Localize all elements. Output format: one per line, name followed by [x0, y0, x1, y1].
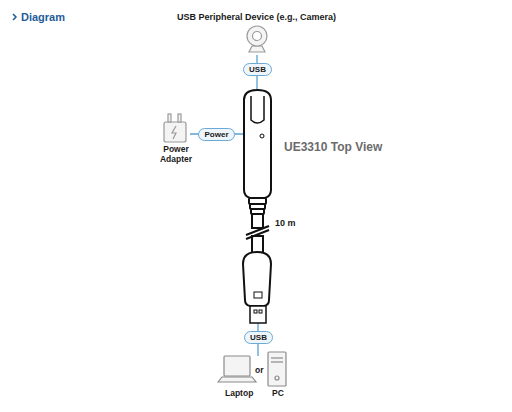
device-heading: USB Peripheral Device (e.g., Camera)	[177, 12, 336, 22]
connector-hole	[254, 310, 257, 313]
laptop-icon	[218, 356, 256, 382]
camera-body	[247, 26, 267, 46]
usb-port-slot	[251, 96, 264, 123]
pc-slot	[271, 357, 283, 358]
pc-button	[275, 376, 279, 380]
laptop-base	[218, 377, 256, 382]
tag-text: USB	[250, 333, 267, 342]
pc-icon	[268, 352, 286, 386]
break-mark	[246, 230, 269, 239]
cable-tag: USB	[244, 331, 273, 344]
diagram-title: Diagram	[21, 11, 65, 23]
camera-base	[249, 46, 265, 52]
plug-housing	[243, 252, 271, 306]
adapter-prong	[178, 114, 181, 122]
camera-icon	[247, 26, 267, 52]
pc-slot	[271, 361, 283, 362]
led-indicator	[260, 134, 264, 138]
tag-text: Power	[204, 130, 228, 139]
usb-a-connector	[250, 306, 266, 323]
view-label: UE3310 Top View	[284, 141, 382, 155]
bolt-symbol	[172, 126, 176, 139]
laptop-label: Laptop	[225, 389, 253, 399]
pc-label: PC	[272, 389, 284, 399]
adapter-prong	[168, 114, 171, 122]
connector-hole	[259, 310, 262, 313]
cable-tag: Power	[198, 128, 235, 141]
usb-plug	[243, 252, 271, 323]
laptop-screen	[224, 356, 250, 376]
extender-device	[244, 90, 271, 254]
connector-shield	[254, 292, 262, 298]
camera-lens	[253, 32, 262, 41]
tag-text: USB	[249, 65, 266, 74]
length-dimension: 10 m	[275, 218, 296, 228]
cable-tag: USB	[243, 63, 272, 76]
or-label: or	[255, 366, 264, 376]
device-housing	[244, 90, 271, 198]
bullet-chevron	[13, 14, 16, 20]
power-adapter-icon	[164, 114, 186, 142]
adapter-label: Power Adapter	[150, 145, 202, 165]
adapter-body	[164, 122, 186, 142]
cable	[252, 214, 263, 228]
pc-tower	[268, 352, 286, 386]
